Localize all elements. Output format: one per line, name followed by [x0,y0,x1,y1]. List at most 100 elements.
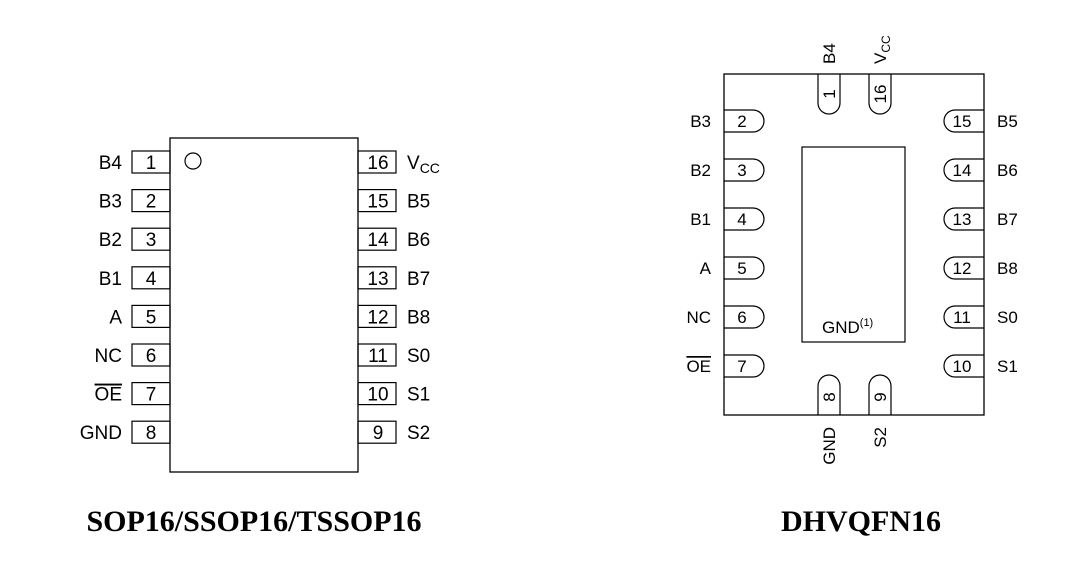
pin-name-b8: B8 [407,307,430,328]
pin-name-s0: S0 [407,346,430,367]
pin-box [357,227,397,251]
pin-pad [724,158,765,182]
pin-name-text: B5 [997,112,1018,131]
pin-pad [943,256,984,280]
pin-number: 12 [367,307,388,328]
pin-name-nc: NC [95,346,122,367]
pin-pad [724,207,765,231]
pin-name-text: B1 [690,210,711,229]
pin-pad [817,74,841,115]
pin-name-a: A [700,259,712,278]
pin-name-text: S1 [407,385,430,406]
pin-name-b2: B2 [690,161,711,180]
pin-number: 1 [146,153,157,174]
pin-name-text: B5 [407,192,430,213]
dhvqfn16-pin-15: 15 B5 [943,109,1018,133]
pin-name-b4: B4 [99,153,123,174]
pin-pad [724,305,765,329]
pin-name-vcc: VCC [871,35,893,64]
pin-pad [724,354,765,378]
sop16-pin-14: 14 B6 [357,227,430,251]
pin-name-b6: B6 [407,230,430,251]
pin-name-text: GND [820,427,839,465]
dhvqfn16-caption: DHVQFN16 [781,505,941,538]
pin-name-text: S0 [407,346,430,367]
pin-name-subscript: CC [879,35,893,53]
pin-pad [724,256,765,280]
dhvqfn16-pin-12: 12 B8 [943,256,1018,280]
pin-name-text: B8 [407,307,430,328]
pin-pad [724,109,765,133]
sop16-pin-12: 12 B8 [357,304,430,328]
pin-name-b4: B4 [820,43,839,64]
pin-number: 2 [146,192,157,213]
sop16-pin-9: 9 S2 [357,420,430,444]
pin-name-text: B4 [820,43,839,64]
pin-number: 3 [146,230,157,251]
pin-name-b7: B7 [997,210,1018,229]
pin-number: 16 [871,85,890,104]
pin-pad [943,109,984,133]
pin-name-b5: B5 [407,192,430,213]
pin-box [131,266,171,290]
pin-name-b5: B5 [997,112,1018,131]
pin-name-b7: B7 [407,269,430,290]
pin-name-s0: S0 [997,308,1018,327]
dhvqfn16-pin-9: 9S2 [868,374,892,448]
pin-number: 4 [146,269,157,290]
pin-name-b6: B6 [997,161,1018,180]
pin-name-text: V [871,52,890,64]
pin-pad [817,374,841,415]
pin-number: 10 [953,357,972,376]
pin-name-text: A [109,307,122,328]
dhvqfn16-pin-4: 4 B1 [690,207,765,231]
pin-name-text: B7 [997,210,1018,229]
pin-name-vcc: VCC [407,153,440,176]
pin-pad [943,158,984,182]
pin-pad [943,207,984,231]
pin-name-oe: OE [686,357,711,376]
pin-name-b3: B3 [690,112,711,131]
pin-name-text: B8 [997,259,1018,278]
pin-name-text: B6 [997,161,1018,180]
sop16-pin-5: 5A [109,304,171,328]
exposed-pad-name: GND [822,318,860,337]
pin-number: 6 [146,346,157,367]
pin-name-text: B1 [99,269,122,290]
sop16-caption: SOP16/SSOP16/TSSOP16 [86,505,421,538]
pin-number: 9 [373,423,384,444]
exposed-pad [801,146,906,343]
pin-name-b3: B3 [99,192,122,213]
pin-name-b1: B1 [690,210,711,229]
sop16-pin-1: 1 B4 [99,150,171,174]
pin-name-b2: B2 [99,230,122,251]
exposed-pad-footnote: (1) [860,317,873,329]
pin-number: 11 [953,308,971,327]
pin-box [131,343,171,367]
pin-number: 14 [367,230,389,251]
pin-number: 8 [820,392,839,401]
pin-box [131,189,171,213]
pin-number: 15 [953,112,972,131]
pin-number: 12 [953,259,972,278]
pin-box [357,266,397,290]
pin-number: 1 [820,89,839,98]
pin-box [357,343,397,367]
pin-name-text: B7 [407,269,430,290]
pin-box [131,150,171,174]
pin-name-oe: OE [95,385,122,406]
pin-name-text: GND [80,423,122,444]
pin-name-s2: S2 [407,423,430,444]
pin-name-text: S1 [997,357,1018,376]
pin-number: 4 [737,210,746,229]
pin-name-text: B6 [407,230,430,251]
